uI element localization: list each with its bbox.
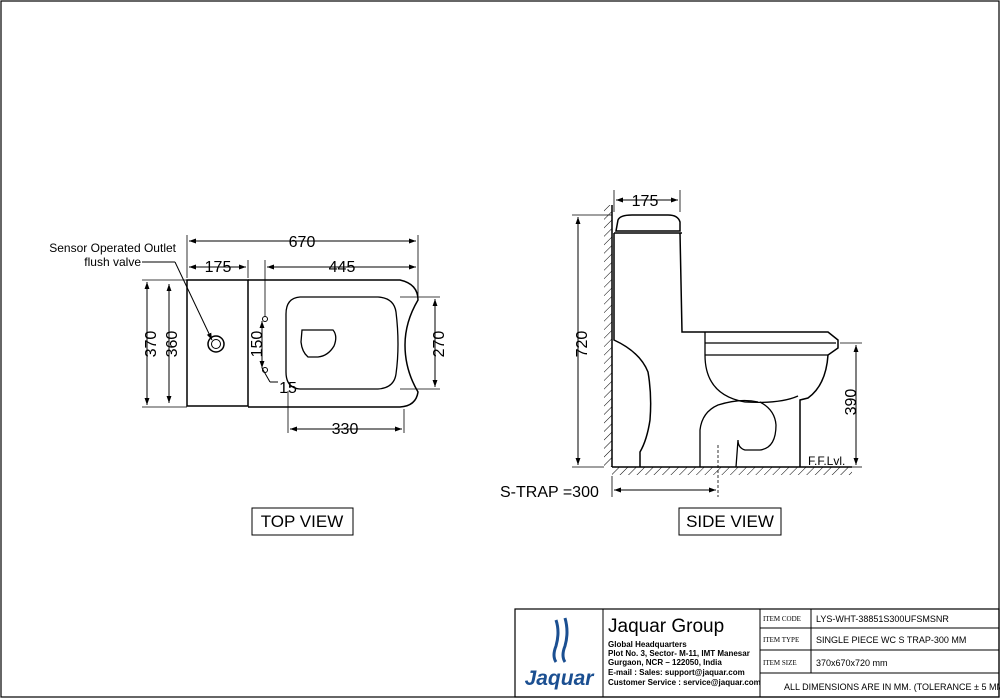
item-type-value: SINGLE PIECE WC S TRAP-300 MM	[816, 635, 966, 645]
item-size-value: 370x670x720 mm	[816, 658, 888, 668]
dim-670: 670	[289, 234, 316, 251]
side-view: 175 720 390 F.F.Lvl. S-TRAP =300 SIDE VI…	[500, 190, 862, 536]
top-view-label-box	[251, 507, 354, 536]
callout-line-2: flush valve	[84, 255, 141, 269]
callout-leader	[174, 261, 213, 341]
top-view: Sensor Operated Outlet flush valve 670 1…	[49, 234, 448, 536]
dim-390: 390	[843, 389, 860, 416]
address-line-5: Customer Service : service@jaquar.com	[608, 678, 761, 687]
side-view-title: SIDE VIEW	[686, 512, 774, 531]
dim-side-175: 175	[632, 193, 659, 210]
wall-hatch	[604, 205, 612, 467]
dim-445: 445	[329, 259, 356, 276]
item-size-label: ITEM SIZE	[763, 659, 797, 667]
tolerance-note: ALL DIMENSIONS ARE IN MM. (TOLERANCE ± 5…	[784, 682, 1000, 692]
address-line-4: E-mail : Sales: support@jaquar.com	[608, 668, 745, 677]
trap-inner	[735, 401, 777, 468]
bolt-hole-top	[262, 316, 268, 322]
dim-370: 370	[143, 331, 160, 358]
leader-15	[261, 367, 271, 383]
s-trap-label: S-TRAP =300	[500, 484, 599, 501]
title-block: Jaquar Jaquar Group Global Headquarters …	[514, 608, 1000, 698]
title-block-frame	[514, 608, 1000, 698]
jaquar-logo: Jaquar	[525, 617, 596, 690]
item-code-label: ITEM CODE	[763, 615, 801, 623]
flush-outlet-circle	[207, 335, 225, 353]
top-bowl-outline	[248, 279, 419, 408]
dim-720: 720	[574, 331, 591, 358]
dim-15: 15	[279, 380, 297, 397]
floor-hatch	[612, 467, 852, 475]
top-bowl-opening	[300, 329, 337, 358]
item-type-label: ITEM TYPE	[763, 636, 799, 644]
top-tank-outline	[186, 279, 249, 407]
address-line-3: Gurgaon, NCR – 122050, India	[608, 658, 722, 667]
flush-outlet-inner	[211, 339, 221, 349]
trap-outer	[699, 399, 759, 467]
top-view-title: TOP VIEW	[261, 512, 344, 531]
body-front-profile	[679, 232, 839, 467]
logo-wordmark: Jaquar	[525, 667, 596, 690]
body-back-profile	[613, 233, 652, 467]
company-name: Jaquar Group	[608, 616, 724, 637]
item-code-value: LYS-WHT-38851S300UFSMSNR	[816, 614, 949, 624]
side-view-label-box	[678, 507, 782, 536]
top-seat-outline	[285, 296, 399, 390]
bowl-curve	[704, 354, 799, 404]
dim-150: 150	[249, 331, 266, 358]
callout-line-1: Sensor Operated Outlet	[49, 241, 176, 255]
address-line-1: Global Headquarters	[608, 640, 687, 649]
address-line-2: Plot No. 3, Sector- M-11, IMT Manesar	[608, 649, 750, 658]
dim-175-top: 175	[205, 259, 232, 276]
dim-330: 330	[332, 421, 359, 438]
dim-360: 360	[164, 331, 181, 358]
tank-lid	[615, 214, 681, 232]
floor-level-label: F.F.Lvl.	[808, 454, 845, 468]
dim-270: 270	[431, 331, 448, 358]
